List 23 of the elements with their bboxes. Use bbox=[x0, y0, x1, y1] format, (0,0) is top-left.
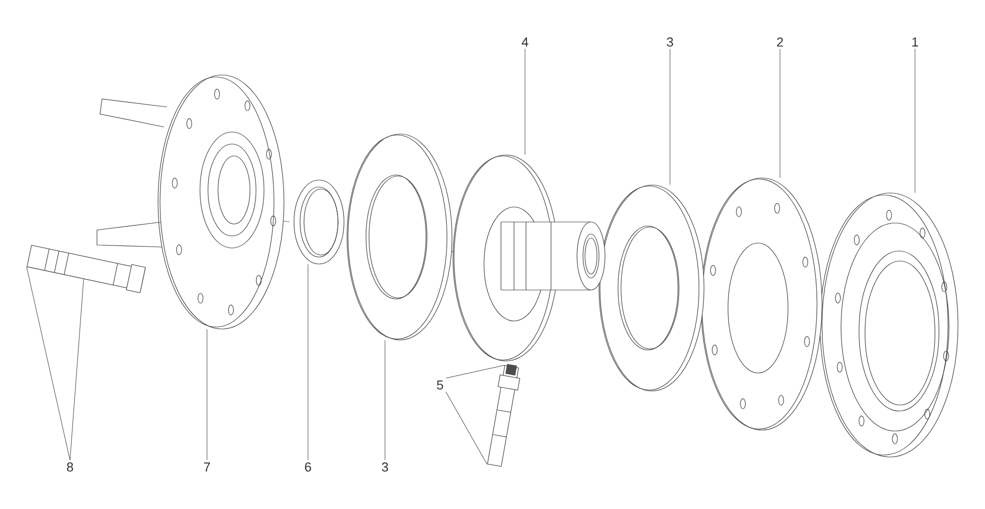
leader-line bbox=[70, 278, 84, 460]
bolt-drawing bbox=[487, 364, 520, 467]
yoke-flange-drawing bbox=[96, 74, 284, 330]
callout-number: 3 bbox=[666, 37, 674, 47]
leader-line bbox=[26, 266, 70, 460]
callout-number: 1 bbox=[912, 38, 918, 46]
callout-number: 2 bbox=[777, 37, 783, 47]
leader-line bbox=[384, 340, 386, 460]
callout-number: 8 bbox=[66, 462, 74, 472]
callout-number: 3 bbox=[382, 462, 388, 472]
ring-drawing bbox=[294, 180, 344, 264]
callout-number: 4 bbox=[522, 38, 528, 46]
leader-line bbox=[914, 48, 916, 193]
callout-number: 5 bbox=[436, 380, 444, 390]
callout-number: 6 bbox=[305, 462, 312, 472]
hub-disc-drawing bbox=[452, 154, 606, 362]
leader-line bbox=[446, 392, 488, 465]
leader-line bbox=[524, 48, 526, 155]
gasket-drawing bbox=[700, 178, 822, 430]
flange-drawing bbox=[820, 192, 958, 458]
leader-line bbox=[206, 329, 208, 460]
washer-drawing bbox=[346, 134, 452, 340]
callout-number: 7 bbox=[204, 462, 210, 472]
